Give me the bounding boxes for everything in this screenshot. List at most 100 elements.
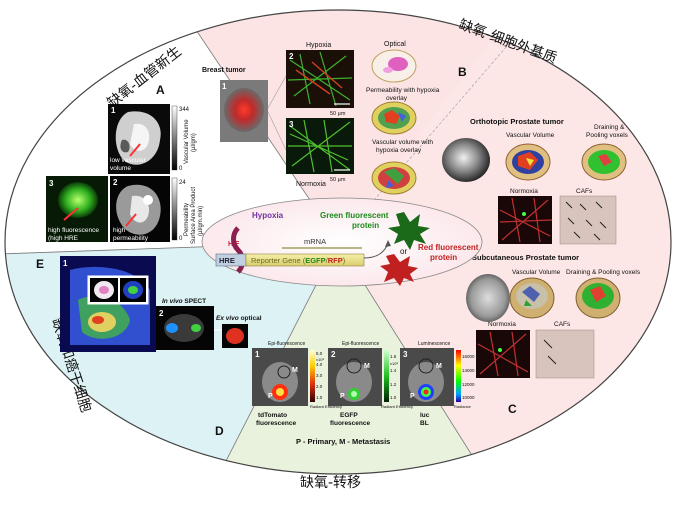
panel-breast-tumor: Breast tumor 1 Hypoxia 2 50 µm 3 50 µm N… [202,41,440,195]
panel-d-metastasis: Epi-fluorescence 1 M P 5.0 4.0 3.0 2.0 1… [252,341,475,446]
reporter-hre-label: HRE [219,256,235,265]
panel-e-num-2: 2 [159,309,164,318]
subcutaneous-draining-label: Draining & Pooling voxels [566,269,641,276]
panel-a-low-vascular-label-2: volume [110,165,131,172]
panel-d-epi-label-2: Epi-fluorescence [342,341,379,347]
panel-d-luc-group: Luminescence 3 M P 16000 14000 12000 100… [400,341,475,427]
panel-d-scale-2-t2: 1.2 [390,382,397,387]
panel-d-scale-1-exp: x10⁸ [316,357,324,362]
reporter-gene-label: Reporter Gene (EGFP/RFP) [251,256,346,265]
panel-d-scale-1-t2: 3.0 [316,373,323,378]
panel-a-num-2: 2 [113,178,118,187]
breast-num-3: 3 [289,120,294,129]
panel-d-scale-1-t0: 5.0 [316,351,323,356]
panel-d-scale-2-t3: 1.0 [390,395,397,400]
panel-d-tdtomato-label-2: fluorescence [256,420,296,427]
panel-d-scale-1 [310,350,315,402]
panel-d-scale-2 [384,350,389,402]
subcutaneous-normoxia-label: Normoxia [488,321,516,328]
breast-perm-overlay-label: Permeability with hypoxia [366,87,440,94]
panel-a-scale-2-bottom: 0 [179,236,183,242]
red-protein-starburst [380,254,418,286]
panel-d-label-m-3: M [436,363,442,370]
panel-d-num-1: 1 [255,350,260,359]
breast-optical-label: Optical [384,41,406,48]
panel-d-egfp-label-2: fluorescence [330,420,370,427]
reporter-hypoxia-label: Hypoxia [252,211,284,220]
panel-a-scale-2-label-2: Surface Area Product [191,187,197,244]
breast-vasc-overlay-label: Vascular volume with [372,139,433,146]
panel-a-high-fluor-label: high fluorescence [48,227,99,234]
panel-a-scale-1-bottom: 0 [179,166,183,172]
panel-d-scale-1-unit: Radiant Efficiency [310,404,342,409]
section-letter-d: D [215,424,224,438]
panel-a-high-perm-label-2: permeability [113,235,149,242]
panel-d-label-m-2: M [364,363,370,370]
panel-d-num-3: 3 [403,350,408,359]
panel-d-tdtomato-label: tdTomato [258,412,287,419]
reporter-or-label: or [400,247,407,256]
panel-d-scale-1-t1: 4.0 [316,362,323,367]
panel-d-scale-1-t4: 1.0 [316,395,323,400]
panel-d-scale-2-unit: Radiant Efficiency [381,404,413,409]
panel-d-label-p-3: P [410,393,415,400]
section-letter-c: C [508,402,517,416]
panel-d-scale-3-t0: 16000 [462,354,475,359]
panel-a-scale-1 [171,105,178,171]
breast-perm-overlay-label-2: overlay [386,95,408,102]
breast-scale-bar-1: 50 µm [330,111,346,117]
panel-a-scale-2-unit: (µl/gm.min) [198,206,204,236]
orthotopic-title: Orthotopic Prostate tumor [470,117,564,126]
panel-d-epi-label-1: Epi-fluorescence [268,341,305,347]
subcutaneous-cafs-label: CAFs [554,321,571,328]
reporter-green-label: Green fluorescent [320,211,389,220]
panel-d-scale-3-t3: 10000 [462,395,475,400]
panel-a-scale-2 [171,177,178,241]
breast-scale-bar-2: 50 µm [330,177,346,183]
breast-vasc-overlay-label-2: hypoxia overlay [376,147,422,154]
metastasis-title: 缺氧-转移 [300,475,361,491]
panel-a-scale-2-label: Permeability [184,203,190,236]
panel-d-label-p-2: P [340,393,345,400]
panel-a-scale-1-label: Vascular Volume [184,119,190,164]
panel-a-angiogenesis: 1 low vascular volume 344 0 Vascular Vol… [46,104,204,244]
panel-d-label-m-1: M [292,367,298,374]
panel-a-scale-1-top: 344 [179,107,190,113]
orthotopic-vascular-label: Vascular Volume [506,132,555,139]
orthotopic-draining-label: Draining & [594,124,625,131]
breast-num-2: 2 [289,52,294,61]
sector-ecm-lower-bg [338,10,671,474]
panel-d-egfp-label: EGFP [340,412,358,419]
orthotopic-normoxia-label: Normoxia [510,188,538,195]
panel-d-label-p-1: P [268,393,273,400]
panel-d-num-2: 2 [331,350,336,359]
breast-normoxia-label: Normoxia [296,181,326,188]
subcutaneous-tumor-photo [466,274,510,322]
subcutaneous-cafs-image [535,329,595,379]
orthotopic-draining-label-2: Pooling voxels [586,132,629,139]
panel-d-luc-label: luc [420,412,430,419]
panel-a-high-fluor-label-2: (high HRE [48,235,79,242]
panel-d-luc-label-2: BL [420,420,429,427]
section-letter-a: A [156,83,165,97]
outer-ellipse [4,9,672,475]
panel-e-invivo-label: In vivo SPECT [162,298,206,305]
panel-d-scale-3-t2: 12000 [462,382,475,387]
panel-e-exvivo-label: Ex vivo optical [216,315,262,322]
breast-tumor-title: Breast tumor [202,67,246,74]
panel-d-egfp-group: Epi-fluorescence 2 M P 1.6 1.4 1.2 1.0 x… [328,341,413,427]
section-letter-b: B [458,65,467,79]
breast-hypoxia-label: Hypoxia [306,42,331,49]
panel-d-scale-1-t3: 2.0 [316,384,323,389]
reporter-green-label-2: protein [352,221,379,230]
panel-e-stem-cell: 1 In vivo SPECT 2 Ex vivo optical [60,256,262,352]
panel-e-num-1: 1 [63,259,68,268]
orthotopic-cafs-label: CAFs [576,188,593,195]
panel-d-scale-3-unit: Radiance [454,404,472,409]
panel-a-low-vascular-label: low vascular [110,157,147,164]
panel-prostate: Orthotopic Prostate tumor Vascular Volum… [442,117,641,379]
panel-a-num-1: 1 [111,106,116,115]
reporter-red-label-2: protein [430,253,457,262]
